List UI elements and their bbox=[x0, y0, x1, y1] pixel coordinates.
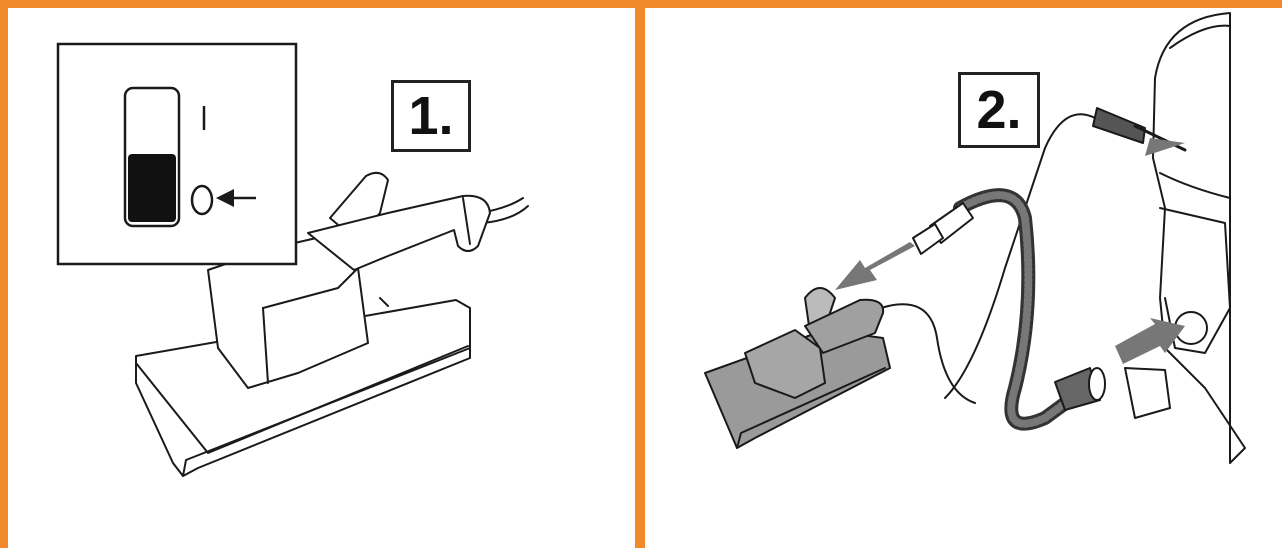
panel-step-2: 2. bbox=[645, 8, 1282, 548]
off-symbol bbox=[192, 186, 212, 214]
switch-inset bbox=[56, 42, 356, 272]
switch-rocker-down bbox=[128, 154, 176, 222]
arrow-icon bbox=[835, 242, 915, 290]
panel-step-1: 1. bbox=[8, 8, 635, 548]
step-number-2: 2. bbox=[958, 72, 1040, 148]
step-number-1: 1. bbox=[391, 80, 471, 152]
